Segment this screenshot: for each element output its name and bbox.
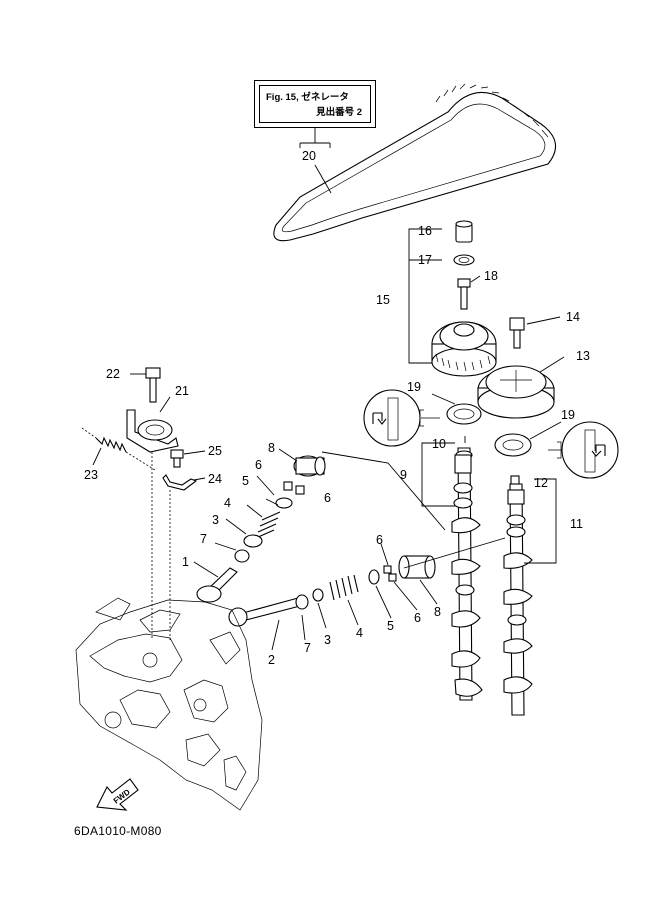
callout-8: 8 [268, 441, 275, 455]
callout-1: 1 [182, 555, 189, 569]
callout-3: 3 [212, 513, 219, 527]
valve-seal-7-lower [295, 594, 309, 610]
pin-12 [510, 475, 520, 485]
callout-5: 5 [387, 619, 394, 633]
callout-6: 6 [376, 533, 383, 547]
spring-23 [95, 436, 127, 453]
callout-4: 4 [356, 626, 363, 640]
camshaft-11 [503, 483, 533, 716]
seal-orientation-inset-right [548, 421, 619, 479]
cam-sprocket-13 [477, 365, 555, 419]
callout-12: 12 [534, 476, 548, 490]
callout-9: 9 [400, 468, 407, 482]
callout-25: 25 [208, 444, 222, 458]
spring-seat-3-upper [243, 534, 263, 548]
callout-2: 2 [268, 653, 275, 667]
spring-seat-3-lower [312, 588, 324, 602]
oil-seal-19-left [446, 403, 482, 425]
timing-belt [273, 83, 557, 242]
washer-17 [453, 254, 475, 266]
oil-seal-19-right [494, 433, 532, 457]
callout-21: 21 [175, 384, 189, 398]
callout-18: 18 [484, 269, 498, 283]
valve-spring-4-upper [255, 511, 281, 539]
bolt-18 [457, 278, 471, 310]
callout-5: 5 [242, 474, 249, 488]
callout-23: 23 [84, 468, 98, 482]
cam-sprocket-assembly-1 [431, 321, 497, 377]
figure-reference-text: Fig. 15, ゼネレータ [266, 92, 349, 103]
callout-7: 7 [200, 532, 207, 546]
valve-2 [228, 597, 301, 627]
bracket-24 [162, 474, 198, 491]
diagram-code: 6DA1010-M080 [74, 824, 162, 838]
callout-10: 10 [432, 437, 446, 451]
callout-8: 8 [434, 605, 441, 619]
retainer-5-lower [368, 569, 380, 585]
callout-14: 14 [566, 310, 580, 324]
callout-6: 6 [414, 611, 421, 625]
callout-19: 19 [561, 408, 575, 422]
callout-13: 13 [576, 349, 590, 363]
callout-3: 3 [324, 633, 331, 647]
figure-reference-inner: Fig. 15, ゼネレータ 見出番号 2 [259, 85, 371, 123]
valve-cotter-6-lower [383, 565, 397, 582]
bolt-25 [170, 449, 184, 468]
bolt-14 [509, 317, 525, 349]
callout-16: 16 [418, 224, 432, 238]
belt-tensioner-21 [126, 409, 179, 453]
fwd-arrow-icon: FWD [96, 778, 139, 811]
figure-reference-box: Fig. 15, ゼネレータ 見出番号 2 [254, 80, 376, 128]
callout-24: 24 [208, 472, 222, 486]
valve-lifter-8-lower [398, 555, 436, 579]
callout-22: 22 [106, 367, 120, 381]
retainer-5-upper [275, 497, 293, 509]
callout-17: 17 [418, 253, 432, 267]
bolt-16 [455, 220, 473, 243]
figure-reference-index: 見出番号 2 [316, 107, 362, 118]
valve-1 [196, 567, 238, 603]
callout-7: 7 [304, 641, 311, 655]
callout-6: 6 [255, 458, 262, 472]
callout-4: 4 [224, 496, 231, 510]
cylinder-head-outline [75, 597, 263, 811]
valve-cotter-6-upper [283, 481, 305, 495]
callout-15: 15 [376, 293, 390, 307]
callout-19: 19 [407, 380, 421, 394]
valve-lifter-8-upper [293, 455, 326, 477]
callout-6: 6 [324, 491, 331, 505]
valve-spring-4-lower [329, 574, 359, 601]
seal-orientation-inset-left [363, 389, 440, 447]
valve-seal-7-upper [234, 549, 250, 563]
bolt-22 [145, 367, 161, 403]
camshaft-9 [451, 447, 483, 701]
callout-20: 20 [302, 149, 316, 163]
callout-11: 11 [570, 517, 583, 531]
